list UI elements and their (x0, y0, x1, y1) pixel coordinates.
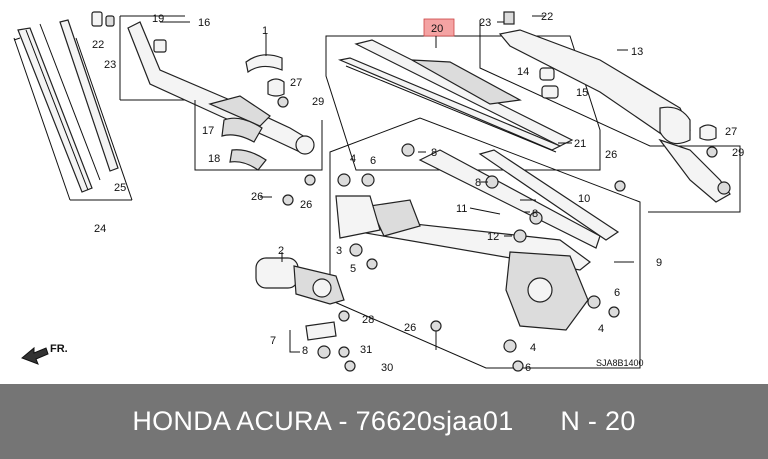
callout-labels: 20 1 2 3 4 4 4 5 6 6 6 7 8 8 8 8 9 10 11… (92, 11, 744, 374)
callout-10: 10 (578, 193, 590, 205)
callout-2: 2 (278, 245, 284, 257)
direction-label: FR. (50, 343, 68, 355)
callout-9: 9 (656, 257, 662, 269)
callout-27b: 27 (725, 126, 737, 138)
callout-3: 3 (336, 245, 342, 257)
callout-1: 1 (262, 25, 268, 37)
center-wiper-blade (325, 35, 601, 171)
callout-26d: 26 (404, 322, 416, 334)
part-number-text: HONDA ACURA - 76620sjaa01 N - 20 (132, 406, 636, 436)
callout-29a: 29 (312, 96, 324, 108)
reference-code: SJA8B1400 (596, 358, 644, 368)
callout-15: 15 (576, 87, 588, 99)
callout-4b: 4 (598, 323, 604, 335)
callout-23a: 23 (104, 59, 116, 71)
callout-6b: 6 (614, 287, 620, 299)
wiper-parts-diagram: 20 1 2 3 4 4 4 5 6 6 6 7 8 8 8 8 9 10 11… (13, 11, 744, 374)
nozzle-clips (91, 11, 167, 53)
callout-6c: 6 (525, 362, 531, 374)
right-wiper-arm (479, 11, 741, 213)
callout-12: 12 (487, 231, 499, 243)
callout-14: 14 (517, 66, 529, 78)
callout-21: 21 (574, 138, 586, 150)
leader-lines (160, 15, 634, 263)
callout-31: 31 (360, 344, 372, 356)
pivot-cover-left (221, 54, 289, 171)
callout-4a: 4 (350, 153, 356, 165)
callout-26b: 26 (300, 199, 312, 211)
callout-4c: 4 (530, 342, 536, 354)
callout-26c: 26 (605, 149, 617, 161)
callout-6a: 6 (370, 155, 376, 167)
callout-8a: 8 (431, 147, 437, 159)
callout-16: 16 (198, 17, 210, 29)
highlight-box-20 (423, 18, 455, 37)
blade-refill-assembly (13, 19, 133, 201)
motor-bracket (289, 320, 442, 372)
callout-8b: 8 (475, 177, 481, 189)
callout-7: 7 (270, 335, 276, 347)
callout-25: 25 (114, 182, 126, 194)
callout-23b: 23 (479, 17, 491, 29)
callout-13: 13 (631, 46, 643, 58)
callout-8c: 8 (532, 208, 538, 220)
callout-27a: 27 (290, 77, 302, 89)
callout-11: 11 (456, 203, 467, 215)
part-number-footer: HONDA ACURA - 76620sjaa01 N - 20 (0, 384, 768, 459)
callout-24: 24 (94, 223, 106, 235)
wiper-linkage (282, 117, 641, 372)
callout-22a: 22 (92, 39, 104, 51)
callout-20: 20 (431, 23, 443, 35)
callout-8d: 8 (302, 345, 308, 357)
callout-29b: 29 (732, 147, 744, 159)
front-direction-arrow: FR. (21, 343, 68, 365)
wiper-motor (255, 257, 350, 322)
callout-18: 18 (208, 153, 220, 165)
left-wiper-arm (119, 15, 323, 171)
callout-30: 30 (381, 362, 393, 374)
callout-19: 19 (152, 13, 164, 25)
callout-28: 28 (362, 314, 374, 326)
callout-5: 5 (350, 263, 356, 275)
callout-22b: 22 (541, 11, 553, 23)
callout-17: 17 (202, 125, 214, 137)
callout-26a: 26 (251, 191, 263, 203)
